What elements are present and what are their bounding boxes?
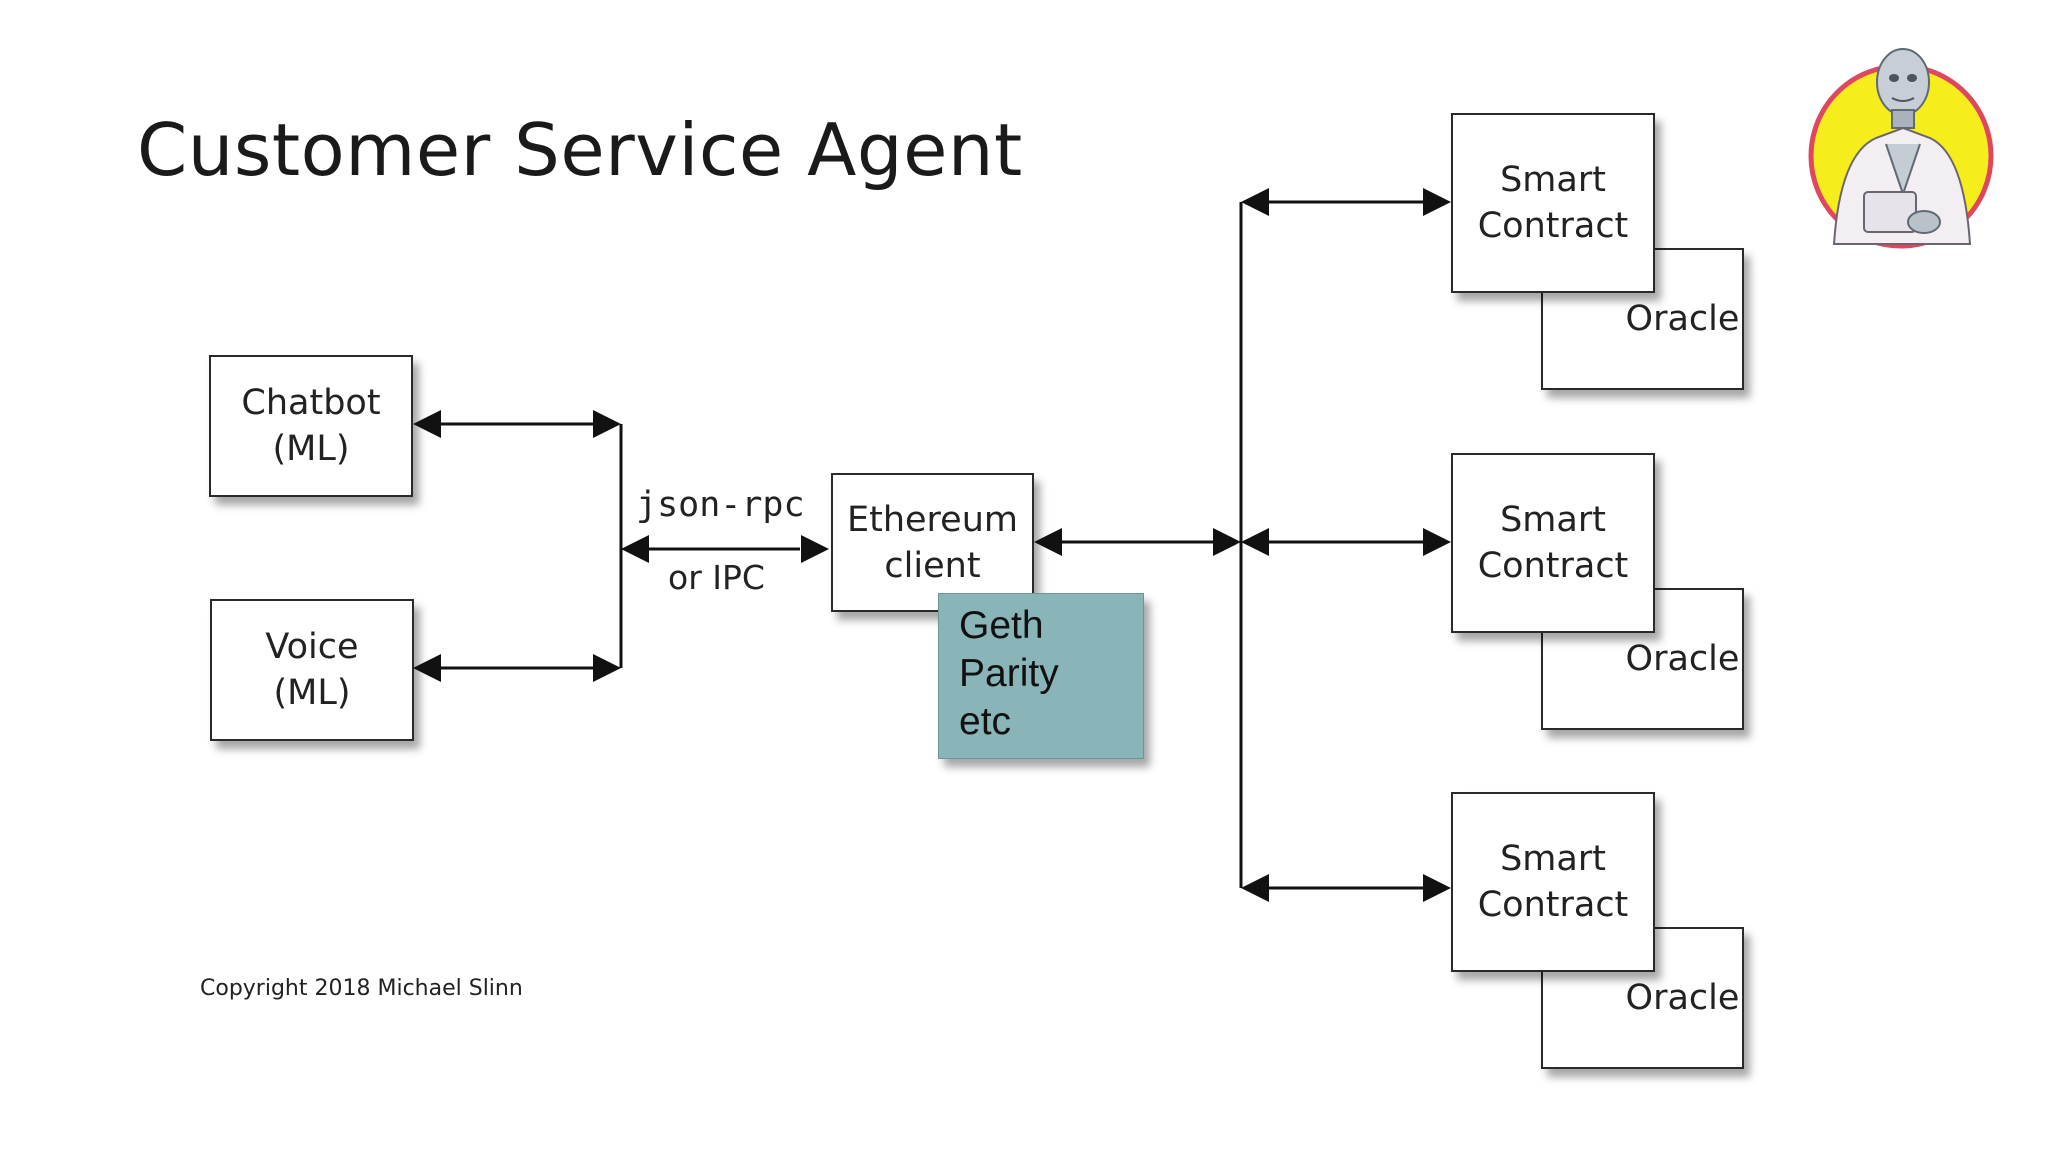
oracle-label: Oracle xyxy=(1625,639,1740,679)
note-line-2: Parity xyxy=(959,652,1059,695)
smart-contract-node: Smart Contract xyxy=(1451,453,1655,633)
arrowhead xyxy=(413,410,441,438)
arrowhead xyxy=(1423,528,1451,556)
diagram-title: Customer Service Agent xyxy=(137,108,1023,192)
oracle-label: Oracle xyxy=(1625,299,1740,339)
oracle-node: Oracle xyxy=(1541,248,1744,390)
smart-contract-label-line2: Contract xyxy=(1477,206,1629,246)
note-line-3: etc xyxy=(959,700,1012,743)
smart-contract-label-line1: Smart xyxy=(1500,839,1606,879)
smart-contract-label-line2: Contract xyxy=(1477,885,1629,925)
oracle-label: Oracle xyxy=(1625,978,1740,1018)
ethereum-client-node: Ethereum client xyxy=(831,473,1034,612)
chatbot-label-line1: Chatbot xyxy=(241,383,381,423)
arrowhead xyxy=(1241,528,1269,556)
protocol-label-bottom: or IPC xyxy=(668,558,765,597)
smart-contract-node: Smart Contract xyxy=(1451,792,1655,972)
chatbot-node: Chatbot (ML) xyxy=(209,355,413,497)
arrowhead xyxy=(1213,528,1241,556)
note-line-1: Geth xyxy=(959,604,1044,647)
arrowhead xyxy=(1423,188,1451,216)
protocol-label-top: json-rpc xyxy=(636,485,805,525)
smart-contract-label-line2: Contract xyxy=(1477,546,1629,586)
arrowhead xyxy=(593,410,621,438)
copyright-text: Copyright 2018 Michael Slinn xyxy=(200,976,523,1001)
smart-contract-label-line1: Smart xyxy=(1500,160,1606,200)
voice-label-line2: (ML) xyxy=(273,673,351,713)
robot-avatar-icon xyxy=(1808,48,1994,249)
voice-label-line1: Voice xyxy=(265,627,359,667)
smart-contract-node: Smart Contract xyxy=(1451,113,1655,293)
arrowhead xyxy=(413,654,441,682)
smart-contract-label-line1: Smart xyxy=(1500,500,1606,540)
oracle-node: Oracle xyxy=(1541,588,1744,730)
arrowhead xyxy=(1241,874,1269,902)
arrowhead xyxy=(593,654,621,682)
arrowhead xyxy=(1423,874,1451,902)
ethereum-label-line1: Ethereum xyxy=(847,499,1018,540)
chatbot-label-line2: (ML) xyxy=(272,429,350,469)
arrowhead xyxy=(801,535,829,563)
voice-node: Voice (ML) xyxy=(210,599,414,741)
arrowhead xyxy=(621,535,649,563)
client-implementations-note: Geth Parity etc xyxy=(938,593,1144,759)
arrowhead xyxy=(1241,188,1269,216)
arrowhead xyxy=(1034,528,1062,556)
ethereum-label-line2: client xyxy=(884,545,981,586)
